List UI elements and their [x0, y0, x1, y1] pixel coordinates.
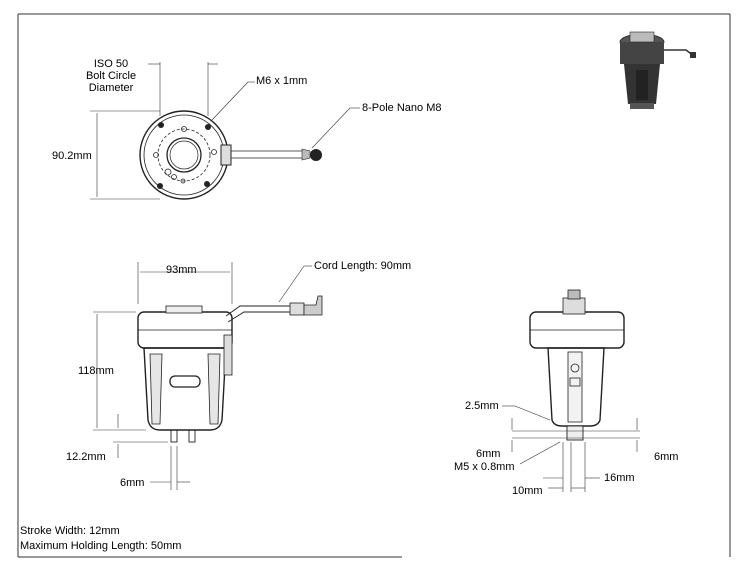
holding-length-note: Maximum Holding Length: 50mm [20, 540, 182, 552]
front-view-dimensions [93, 262, 312, 490]
side-view-body [529, 289, 625, 441]
finger-width-label: 6mm [120, 477, 145, 489]
bottom-dim-label: 10mm [512, 485, 543, 497]
offset-label: 2.5mm [465, 400, 499, 412]
bolt-circle-line-1: ISO 50 [93, 58, 129, 70]
connector-end-icon [310, 149, 322, 161]
front-height-label: 118mm [78, 365, 114, 377]
bolt-circle-line-3: Diameter [88, 82, 134, 94]
right-dim-label: 6mm [654, 451, 679, 463]
top-view-holes [153, 126, 217, 184]
top-view-bolts [157, 122, 211, 189]
side-view [502, 289, 640, 492]
cord-length-label: Cord Length: 90mm [314, 260, 412, 272]
top-height-label: 90.2mm [52, 150, 92, 162]
front-view [93, 262, 323, 490]
side-view-dimensions [502, 405, 640, 492]
finger-depth-label: 6mm [476, 448, 501, 460]
side-thread-label: M5 x 0.8mm [454, 461, 515, 473]
front-view-body [137, 295, 323, 443]
stroke-width-note: Stroke Width: 12mm [20, 525, 120, 537]
top-view [90, 62, 360, 200]
sheet-border [17, 13, 731, 558]
top-view-body [139, 110, 311, 200]
isometric-thumbnail [619, 31, 696, 109]
finger-height-label: 12.2mm [66, 451, 106, 463]
top-thread-label: M6 x 1mm [256, 75, 308, 87]
bolt-circle-line-2: Bolt Circle [85, 70, 137, 82]
front-width-label: 93mm [166, 264, 197, 276]
top-view-dimensions [90, 62, 360, 200]
bolt-circle-label: ISO 50 Bolt Circle Diameter [78, 58, 144, 94]
finger-spacing-label: 16mm [604, 472, 635, 484]
connector-label: 8-Pole Nano M8 [362, 102, 442, 114]
